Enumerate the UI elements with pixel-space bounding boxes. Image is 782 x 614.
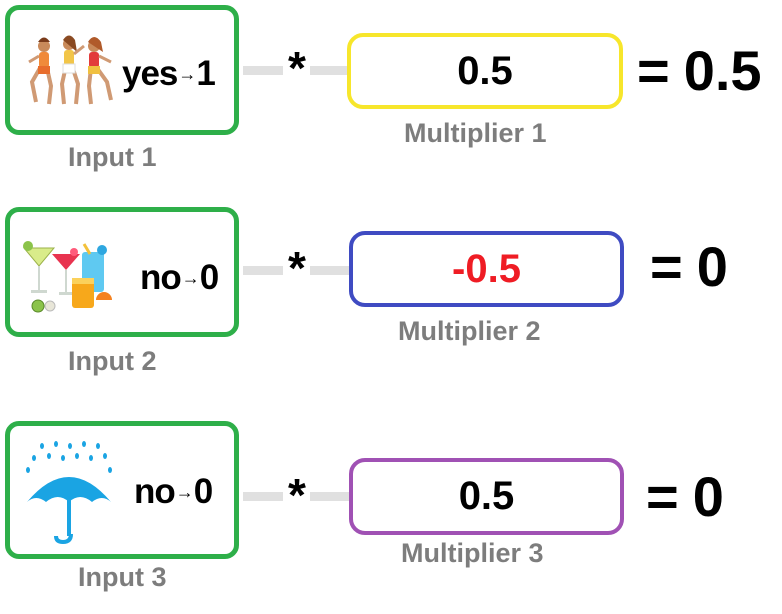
multiplier-caption-1: Multiplier 1 — [404, 118, 547, 148]
equals-sign: = — [646, 465, 679, 528]
input-value-1: yes→1 — [122, 54, 216, 94]
multiplier-caption-3: Multiplier 3 — [401, 538, 544, 568]
multiplier-caption-2: Multiplier 2 — [398, 316, 541, 346]
input-caption-1: Input 1 — [68, 142, 157, 172]
perceptron-row-1: yes→1 Input 1 * 0.5 Multiplier 1 =0.5 — [0, 0, 782, 200]
multiply-operator: * — [288, 469, 306, 521]
input-label-1: yes — [122, 54, 178, 93]
result-value-1: 0.5 — [683, 39, 762, 102]
result-value-3: 0 — [692, 465, 724, 528]
multiply-operator: * — [288, 242, 306, 294]
equals-sign: = — [637, 39, 670, 102]
connector-line — [243, 266, 283, 275]
umbrella-rain-icon — [26, 441, 112, 544]
input-box-1: yes→1 — [5, 5, 239, 135]
connector-line — [243, 492, 283, 501]
multiplier-box-1: 0.5 — [347, 33, 623, 109]
arrow-right-icon: → — [175, 482, 194, 502]
connector-line — [243, 66, 283, 75]
multiplier-value-2: -0.5 — [452, 246, 521, 291]
multiply-operator: * — [288, 42, 306, 94]
arrow-right-icon: → — [181, 268, 200, 288]
cocktail-drinks-icon — [22, 241, 112, 313]
input-number-2: 0 — [199, 258, 219, 297]
equals-sign: = — [650, 235, 683, 298]
perceptron-row-2: no→0 Input 2 * -0.5 Multiplier 2 =0 — [0, 200, 782, 400]
input-number-1: 1 — [196, 54, 215, 93]
input-number-3: 0 — [193, 472, 213, 511]
multiplier-value-1: 0.5 — [457, 48, 513, 93]
input-caption-2: Input 2 — [68, 346, 157, 376]
input-value-2: no→0 — [140, 258, 219, 298]
result-3: =0 — [646, 466, 724, 528]
input-value-3: no→0 — [134, 472, 213, 512]
connector-line — [310, 492, 350, 501]
input-box-3: no→0 — [5, 421, 239, 559]
connector-line — [310, 266, 350, 275]
input-label-3: no — [134, 472, 176, 511]
input-caption-3: Input 3 — [78, 562, 167, 592]
multiplier-value-3: 0.5 — [458, 474, 515, 518]
input-label-2: no — [140, 258, 182, 297]
dancing-friends-icon — [28, 35, 113, 105]
multiplier-box-3: 0.5 — [349, 458, 624, 535]
connector-line — [310, 66, 350, 75]
perceptron-row-3: no→0 Input 3 * 0.5 Multiplier 3 =0 — [0, 414, 782, 614]
result-value-2: 0 — [696, 235, 728, 298]
input-box-2: no→0 — [5, 207, 239, 337]
result-2: =0 — [650, 236, 728, 298]
result-1: =0.5 — [637, 40, 762, 102]
multiplier-box-2: -0.5 — [349, 231, 624, 307]
arrow-right-icon: → — [178, 64, 196, 84]
